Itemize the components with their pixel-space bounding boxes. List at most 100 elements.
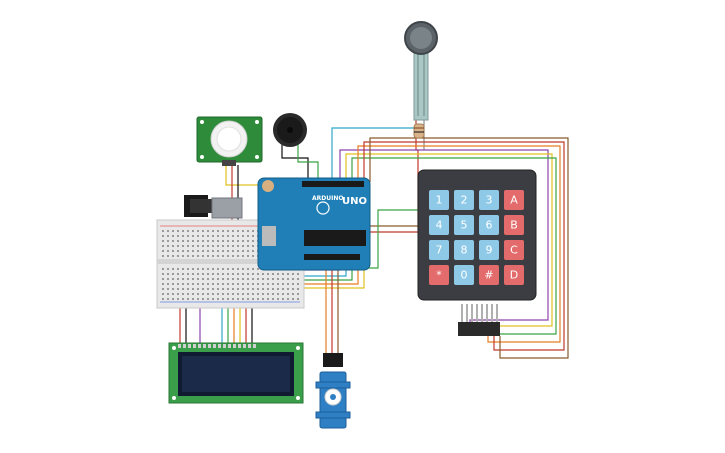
breadboard-hole [222,250,224,252]
breadboard-hole [247,273,249,275]
breadboard-hole [297,293,299,295]
breadboard-hole [172,298,174,300]
keypad-key[interactable] [504,190,524,210]
breadboard-hole [217,240,219,242]
keypad-key[interactable] [479,215,499,235]
breadboard-hole [257,268,259,270]
keypad-key[interactable] [454,265,474,285]
breadboard-hole [202,273,204,275]
keypad-key[interactable] [454,215,474,235]
breadboard-hole [262,293,264,295]
keypad-wire-6 [369,137,569,359]
breadboard-hole [227,283,229,285]
keypad-key-label: A [510,194,518,207]
breadboard-hole [252,240,254,242]
breadboard-hole [187,278,189,280]
breadboard-hole [172,273,174,275]
breadboard-hole [237,250,239,252]
breadboard-hole [272,273,274,275]
breadboard-hole [227,268,229,270]
breadboard-hole [197,255,199,257]
keypad-key[interactable] [504,240,524,260]
lcd-pin [178,344,181,348]
breadboard-hole [167,268,169,270]
breadboard-hole [227,240,229,242]
breadboard-hole [172,245,174,247]
breadboard-hole [217,255,219,257]
breadboard-hole [222,298,224,300]
breadboard-hole [217,283,219,285]
breadboard-hole [297,288,299,290]
breadboard-hole [287,298,289,300]
breadboard-hole [177,255,179,257]
breadboard-hole [192,278,194,280]
breadboard-hole [257,278,259,280]
keypad-key[interactable] [429,240,449,260]
breadboard-hole [172,278,174,280]
breadboard-hole [222,288,224,290]
lcd-pin [238,344,241,348]
breadboard-hole [177,235,179,237]
breadboard-hole [217,268,219,270]
breadboard-hole [242,283,244,285]
keypad-key[interactable] [429,265,449,285]
breadboard-hole [257,288,259,290]
breadboard-hole [232,268,234,270]
breadboard-hole [252,268,254,270]
breadboard-hole [227,250,229,252]
keypad-key[interactable] [454,190,474,210]
breadboard-hole [292,283,294,285]
breadboard-hole [172,268,174,270]
breadboard-hole [187,255,189,257]
breadboard-hole [217,293,219,295]
lcd-pin [223,344,226,348]
keypad-key[interactable] [429,190,449,210]
breadboard-hole [207,255,209,257]
breadboard-hole [197,288,199,290]
breadboard-hole [227,230,229,232]
breadboard-hole [177,288,179,290]
breadboard-hole [212,268,214,270]
keypad-key[interactable] [479,265,499,285]
breadboard-hole [252,278,254,280]
breadboard-hole [252,293,254,295]
breadboard-hole [187,288,189,290]
breadboard-hole [172,255,174,257]
keypad-key[interactable] [479,190,499,210]
keypad-key[interactable] [454,240,474,260]
keypad-key[interactable] [504,215,524,235]
breadboard-hole [222,273,224,275]
breadboard-hole [197,298,199,300]
breadboard-hole [262,278,264,280]
breadboard-hole [162,273,164,275]
breadboard-hole [242,245,244,247]
breadboard-hole [177,230,179,232]
keypad-key[interactable] [504,265,524,285]
breadboard-hole [297,298,299,300]
breadboard-hole [242,240,244,242]
breadboard-hole [217,245,219,247]
breadboard-hole [192,235,194,237]
breadboard-hole [192,230,194,232]
keypad-key[interactable] [479,240,499,260]
breadboard-hole [187,268,189,270]
lcd-pin-header [178,344,256,348]
breadboard-hole [277,283,279,285]
breadboard-hole [182,235,184,237]
breadboard-hole [207,273,209,275]
breadboard-hole [177,293,179,295]
breadboard-hole [217,288,219,290]
breadboard-hole [212,273,214,275]
breadboard-hole [177,240,179,242]
keypad-key-label: 4 [436,219,443,232]
breadboard-hole [162,293,164,295]
keypad-key[interactable] [429,215,449,235]
breadboard-hole [187,235,189,237]
keypad-key-label: 1 [436,194,443,207]
breadboard-hole [247,278,249,280]
breadboard-hole [172,293,174,295]
breadboard-hole [262,288,264,290]
buzzer-wire-2 [297,142,319,182]
breadboard-hole [212,278,214,280]
